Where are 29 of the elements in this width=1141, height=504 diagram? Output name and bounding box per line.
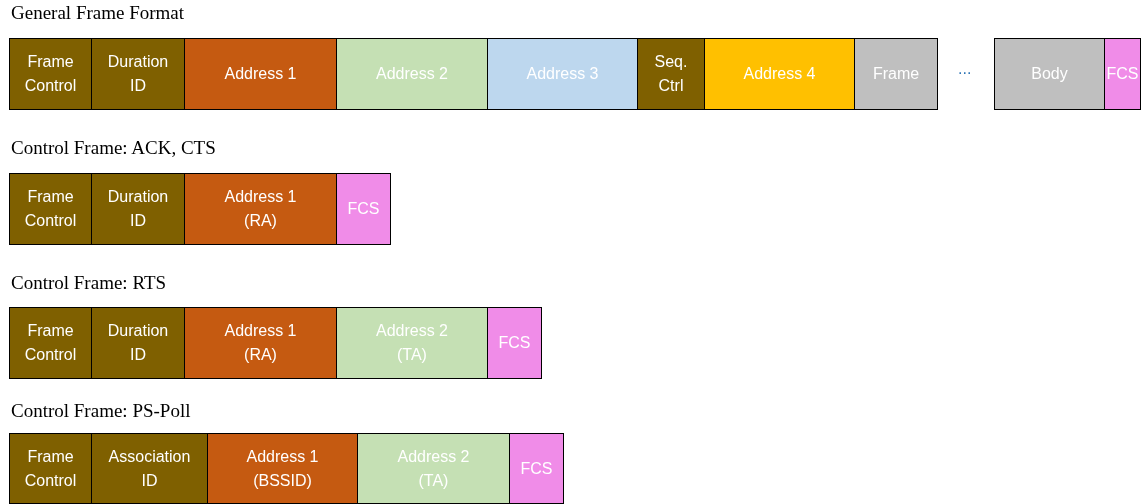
frame-field: Address 1 (BSSID) [207,433,358,504]
frame-field: Duration ID [91,38,185,110]
frame-heading: General Frame Format [11,2,185,24]
frame-field: Address 3 [487,38,638,110]
frame-field: Frame Control [9,307,92,379]
frame-field: Seq. Ctrl [637,38,705,110]
frame-field: Address 1 (RA) [184,173,337,245]
frame-heading: Control Frame: RTS [11,272,167,294]
frame-field: Frame Control [9,38,92,110]
frame-field: Duration ID [91,173,185,245]
frame-field: Address 4 [704,38,855,110]
frame-field: Address 2 [336,38,488,110]
frame-field: Association ID [91,433,208,504]
frame-field: Body [994,38,1105,110]
frame-field: FCS [336,173,391,245]
frame-field: Frame Control [9,433,92,504]
frame-field: Frame [854,38,938,110]
frame-heading: Control Frame: PS-Poll [11,400,191,422]
frame-field: FCS [487,307,542,379]
ellipsis: ... [958,60,972,78]
frame-field: Address 2 (TA) [336,307,488,379]
frame-field: FCS [509,433,564,504]
frame-heading: Control Frame: ACK, CTS [11,137,216,159]
frame-field: Address 1 (RA) [184,307,337,379]
frame-field: Address 1 [184,38,337,110]
frame-field: Frame Control [9,173,92,245]
frame-field: Duration ID [91,307,185,379]
frame-field: FCS [1104,38,1141,110]
frame-field: Address 2 (TA) [357,433,510,504]
